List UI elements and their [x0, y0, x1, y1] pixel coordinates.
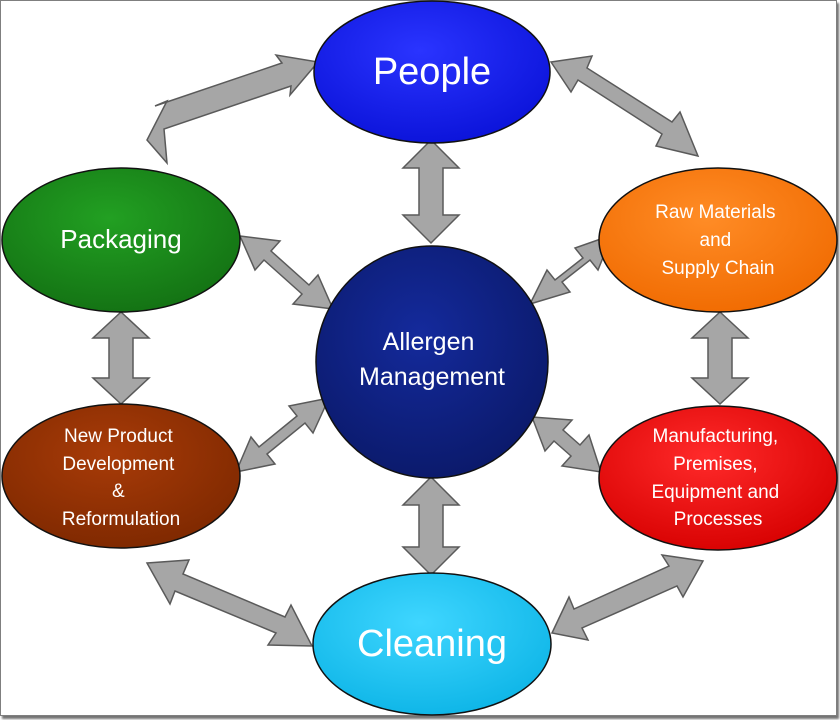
arrow-raw-materials-manufacturing — [690, 310, 750, 406]
arrow-new-product-center — [234, 396, 331, 474]
arrow-people-center — [401, 138, 461, 245]
people-label: People — [373, 51, 491, 93]
arrow-packaging-people — [146, 53, 320, 166]
node-people: People — [313, 0, 551, 144]
manufacturing-label: Manufacturing, Premises, Equipment and P… — [651, 426, 784, 530]
arrow-cleaning-manufacturing — [550, 554, 705, 642]
connector-arrows — [91, 53, 750, 647]
node-packaging: Packaging — [1, 167, 241, 313]
new-product-label: New Product Development & Reformulation — [62, 426, 180, 530]
node-cleaning: Cleaning — [312, 572, 552, 716]
arrow-people-raw-materials — [549, 55, 700, 158]
arrow-center-manufacturing — [530, 416, 603, 473]
raw-materials-label: Raw Materials and Supply Chain — [655, 202, 781, 279]
node-raw-materials: Raw Materials and Supply Chain — [598, 167, 838, 313]
arrow-packaging-center — [238, 235, 335, 310]
arrow-new-product-cleaning — [145, 559, 314, 647]
node-new-product: New Product Development & Reformulation — [1, 403, 241, 549]
arrow-packaging-new-product — [91, 310, 151, 406]
arrow-center-cleaning — [401, 475, 461, 577]
node-manufacturing: Manufacturing, Premises, Equipment and P… — [598, 405, 838, 551]
cleaning-label: Cleaning — [357, 623, 507, 665]
node-center: Allergen Management — [315, 245, 549, 479]
center-label: Allergen Management — [359, 328, 505, 391]
packaging-label: Packaging — [60, 224, 181, 254]
